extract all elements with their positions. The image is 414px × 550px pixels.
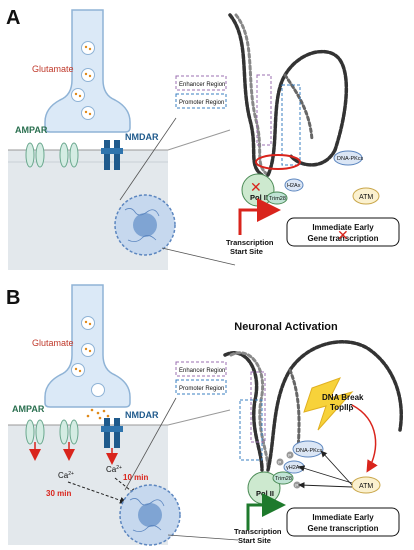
pol2-label-b: Pol II (256, 489, 274, 498)
nmdar-receptor-b (101, 418, 123, 448)
nmdar-label-a: NMDAR (125, 132, 159, 142)
ampar-label-a: AMPAR (15, 125, 48, 135)
ieg-label-a-1: Immediate Early (312, 223, 374, 232)
glutamate-label-a: Glutamate (32, 64, 74, 74)
dna-break-label-2: TopIIβ (330, 403, 354, 412)
nucleus-b (119, 484, 181, 546)
ca-path-30min (67, 481, 127, 504)
ieg-label-b-2: Gene transcription (307, 524, 378, 533)
atm-label-a: ATM (359, 194, 373, 201)
dnapkcs-label-b: DNA-PKcs (296, 448, 323, 454)
panel-b-letter: B (6, 287, 20, 309)
svg-text:P: P (278, 460, 281, 465)
h2ax-label-b: γH2Ax (286, 465, 302, 471)
dnapkcs-label-a: DNA-PKcs (337, 156, 364, 162)
zoom-line-top-b (124, 397, 177, 491)
atm-phospho-arrows (298, 450, 353, 489)
ampar-receptors-a (25, 142, 79, 168)
panel-a-letter: A (6, 7, 20, 29)
chromatin-a (228, 13, 349, 177)
glutamate-label-b: Glutamate (32, 338, 74, 348)
ieg-box-b (286, 507, 400, 537)
lightning-icon (303, 377, 354, 431)
tss-arrow-a (238, 198, 281, 235)
dnapkcs-a (333, 150, 363, 166)
vesicles (71, 41, 95, 120)
atm-a (352, 187, 380, 205)
ampar-receptors-b (25, 419, 79, 445)
break-to-atm-arrow (351, 404, 378, 473)
svg-text:P: P (288, 453, 291, 458)
pol2-complex-b: Pol II Trim28 (247, 471, 294, 505)
cohesin-ring-a (255, 154, 301, 170)
legend-enhancer-b: Enhancer Region (179, 368, 225, 374)
pol2-label-a: Pol II (250, 193, 268, 202)
legend-promoter-b: Promoter Region (179, 386, 224, 392)
zoom-line-bottom-b (167, 534, 239, 541)
zoom-line-top-a (119, 117, 177, 201)
trim28-label-a: Trim28 (269, 196, 286, 202)
panel-a: A Glutamate AMPAR (6, 7, 400, 270)
ieg-label-b-1: Immediate Early (312, 513, 374, 522)
vesicles-b (71, 316, 105, 397)
ampar-label-b: AMPAR (12, 404, 45, 414)
legend-enhancer-a: Enhancer Region (179, 82, 225, 88)
panel-b: B Neuronal Activation Glutamate AMPAR (6, 284, 403, 546)
pol2-complex-a: Pol II ✕ Trim28 (241, 173, 288, 207)
promoter-region-a (281, 84, 301, 166)
tss-label-b-2: Start Site (238, 536, 271, 545)
inhibit-mark-a: ✕ (250, 179, 262, 195)
ca-label-right: Ca2+ (106, 465, 122, 474)
ca-label-left: Ca2+ (58, 471, 74, 480)
zoom-line-bottom-a (161, 247, 236, 266)
atm-label-b: ATM (359, 483, 373, 490)
h2ax-a (284, 178, 304, 192)
nmdar-receptor-a (101, 140, 123, 170)
ieg-label-a-2: Gene transcription (307, 234, 378, 243)
nmdar-label-b: NMDAR (125, 410, 159, 420)
enhancer-region-a (256, 74, 272, 146)
tss-label-b-1: Transcription (234, 527, 282, 536)
svg-text:P: P (295, 483, 298, 488)
dnapkcs-b (292, 440, 324, 458)
nucleus-a (114, 194, 176, 256)
tss-arrow-b (246, 493, 286, 530)
enhancer-region-b (250, 371, 266, 443)
ieg-box-a (286, 217, 400, 247)
h2ax-label-a: H2Ax (287, 183, 301, 189)
inhibit-mark-ieg-a: ✕ (337, 227, 349, 243)
time-10min: 10 min (123, 473, 148, 482)
promoter-region-b (239, 399, 263, 461)
tss-label-a-2: Start Site (230, 247, 263, 256)
tss-label-a-1: Transcription (226, 238, 274, 247)
legend-a: Enhancer Region Promoter Region (175, 75, 227, 109)
legend-promoter-a: Promoter Region (179, 100, 224, 106)
legend-b: Enhancer Region Promoter Region (175, 361, 227, 395)
trim28-label-b: Trim28 (275, 476, 292, 482)
panel-b-title: Neuronal Activation (234, 321, 338, 333)
dna-break-label-1: DNA Break (322, 393, 364, 402)
released-glutamate-b (86, 408, 110, 420)
time-30min: 30 min (46, 489, 71, 498)
